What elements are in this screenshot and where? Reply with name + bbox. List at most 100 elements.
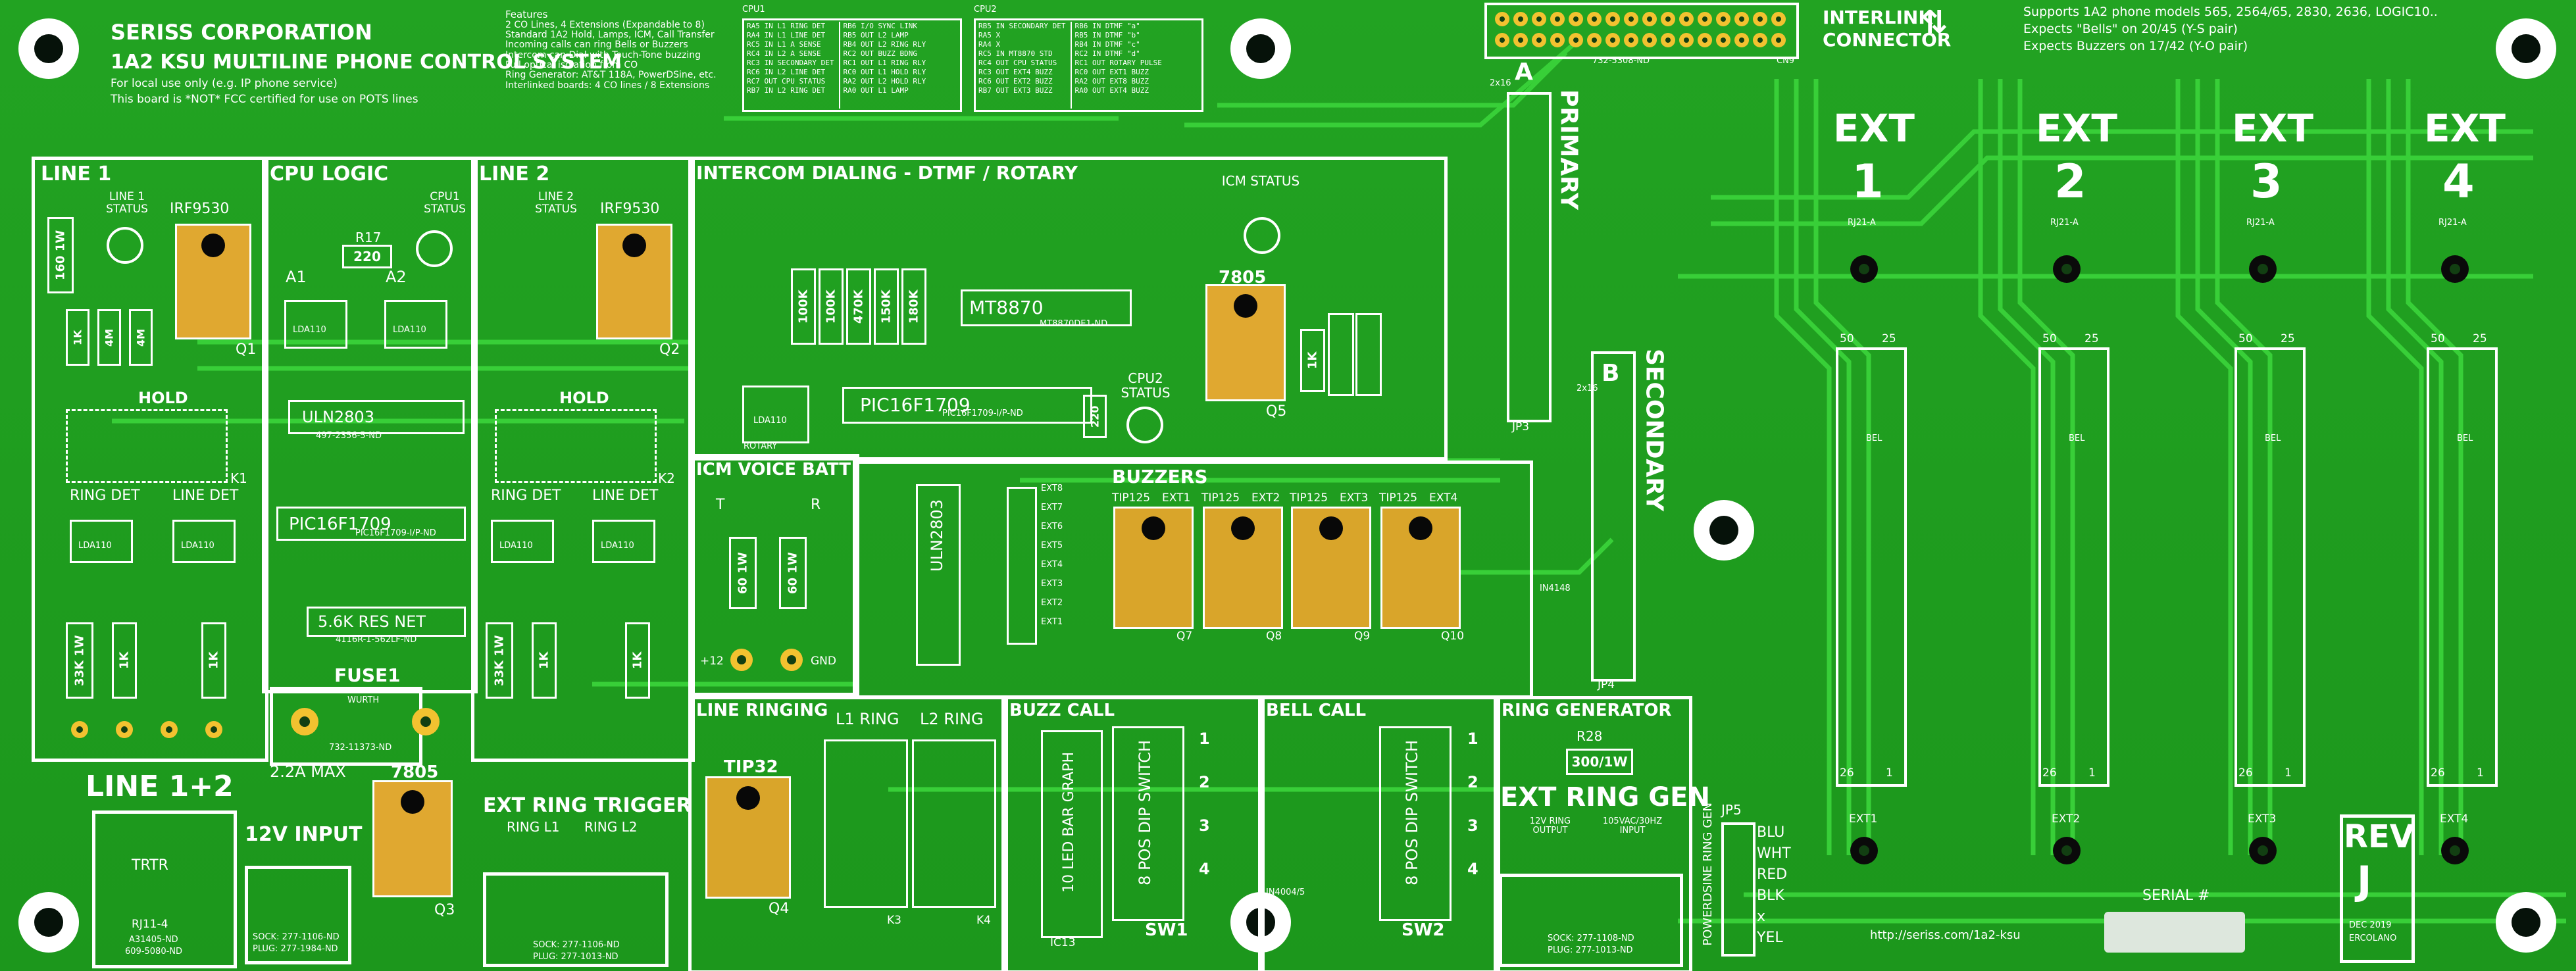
cpu1-table-title: CPU1	[742, 5, 765, 14]
cpu1-status-led	[416, 230, 453, 267]
buzz-call-title: BUZZ CALL	[1009, 701, 1115, 720]
pic-cpu1-ic8: PIC16F1709	[276, 507, 466, 541]
primary-header-jp3	[1507, 92, 1552, 422]
resistor-r4: 4M	[129, 309, 153, 366]
pin-row: RC7 OUT CPU STATUS	[747, 77, 826, 86]
ext4-title: EXT	[2424, 106, 2506, 151]
interlink-header-cn9	[1484, 3, 1799, 59]
line12-title: LINE 1+2	[86, 770, 234, 803]
opto-ic3: LDA110	[491, 520, 554, 563]
dip-switch-sw1: 8 POS DIP SWITCH	[1112, 726, 1184, 921]
pin-row: RB4 IN DTMF "c"	[1074, 40, 1140, 49]
ring-input-label: 105VAC/30HZ INPUT	[1602, 816, 1663, 836]
tip125-label-2: TIP125	[1201, 491, 1240, 505]
buzz-ext-num-1: 1	[1199, 730, 1210, 748]
tip125-label-3: TIP125	[1290, 491, 1328, 505]
ext2-number: 2	[2054, 155, 2086, 209]
pin-row: RC1 OUT ROTARY PULSE	[1074, 59, 1162, 67]
sw1-label: SW1	[1145, 920, 1188, 940]
dtmf-decoder-ic9: MT8870	[961, 289, 1132, 326]
opto-ic11: LDA110	[742, 386, 809, 443]
pin-row: RA2 OUT L2 HOLD RLY	[843, 77, 926, 86]
hold-label: HOLD	[138, 389, 188, 407]
mounting-hole	[1230, 18, 1291, 79]
rj11-jack-cn1	[92, 810, 237, 968]
icm-voice-batt-section	[688, 454, 859, 696]
in4004-label: IN4004/5	[1266, 887, 1305, 897]
dip-switch-sw2: 8 POS DIP SWITCH	[1379, 726, 1452, 921]
uln2803-ic7: ULN2803	[288, 400, 465, 434]
resistor-r16: 60 1W	[779, 537, 807, 609]
line-det-label-l2: LINE DET	[592, 487, 659, 504]
pin-row: RB5 IN DTMF "b"	[1074, 31, 1140, 39]
12v-input-title: 12V INPUT	[245, 823, 363, 846]
hold-relay-k2	[495, 409, 657, 483]
tip125-label-4: TIP125	[1379, 491, 1418, 505]
jp5-header	[1721, 822, 1755, 957]
q4-label: Q4	[769, 901, 790, 917]
buzz-ext-num-3: 3	[1199, 816, 1210, 835]
tip-label: T	[716, 497, 725, 513]
resistor-r1: 160 1W	[47, 217, 74, 293]
q9-label: Q9	[1354, 630, 1371, 643]
bell-ext-num-1: 1	[1467, 730, 1478, 748]
feature-line: Interlinked boards: 4 CO lines / 8 Exten…	[505, 80, 710, 91]
rev-date: DEC 2019	[2349, 920, 2392, 930]
ext4-jack: RJ21-A	[2438, 218, 2467, 228]
board-subtitle: For local use only (e.g. IP phone servic…	[111, 77, 338, 90]
uln2803-ic12: ULN2803	[916, 484, 961, 666]
sock3-pn: SOCK: 277-1108-ND	[1548, 934, 1634, 943]
pin-row: RB7 OUT EXT3 BUZZ	[978, 86, 1053, 95]
resistor-r5: 33K 1W	[66, 622, 93, 699]
mounting-hole	[18, 18, 79, 79]
resistor-r26: 1K	[1300, 329, 1325, 392]
pin-row: RB5 IN SECONDARY DET	[978, 22, 1066, 30]
pin-row: RB6 I/O SYNC LINK	[843, 22, 918, 30]
ext3-title: EXT	[2232, 106, 2313, 151]
reg-7805-label-2: 7805	[391, 762, 439, 782]
board-url: http://seriss.com/1a2-ksu	[1870, 928, 2021, 942]
mounting-hole	[1694, 500, 1754, 560]
ring-det-label-l1: RING DET	[70, 487, 140, 504]
resistor-r24: 180K	[901, 268, 926, 345]
pin-row: RA2 OUT EXT8 BUZZ	[1074, 77, 1149, 86]
rev-letter: J	[2357, 858, 2372, 904]
jp4-label: JP4	[1598, 678, 1615, 691]
pin-row: RA5 X	[978, 31, 1001, 39]
pin-row: RA0 OUT EXT4 BUZZ	[1074, 86, 1149, 95]
opto-ic4: LDA110	[592, 520, 655, 563]
line1-title: LINE 1	[41, 162, 112, 186]
pin-row: RC5 IN MT8870 STD	[978, 49, 1053, 58]
serial-number-field	[2104, 912, 2245, 953]
plug3-pn: PLUG: 277-1013-ND	[1548, 945, 1633, 955]
feature-line: Standard 1A2 Hold, Lamps, ICM, Call Tran…	[505, 29, 715, 40]
q5-label: Q5	[1266, 403, 1287, 420]
gnd-label: GND	[811, 655, 836, 668]
r17-label: R17	[355, 230, 382, 245]
ext3-label: EXT3	[1340, 491, 1369, 505]
supports-buzzers: Expects Buzzers on 17/42 (Y-O pair)	[2023, 39, 2248, 53]
secondary-header-jp4	[1591, 351, 1636, 682]
header-b-label: B	[1602, 360, 1620, 387]
l1-ring-label: L1 RING	[836, 710, 899, 728]
q10-label: Q10	[1441, 630, 1465, 643]
pic-cpu2-ic10: PIC16F1709	[842, 387, 1092, 424]
plug1-pn: PLUG: 277-1984-ND	[253, 944, 338, 954]
jp5-pin-list: BLU WHT RED BLK x YEL	[1757, 824, 1791, 946]
r28-label: R28	[1577, 728, 1603, 744]
ext-ring-trigger-cn3	[483, 872, 669, 967]
k1-label: K1	[230, 470, 247, 486]
in4148-label: IN4148	[1540, 584, 1571, 593]
ring-generator-title: RING GENERATOR	[1502, 701, 1672, 720]
pin-row: RC4 OUT CPU STATUS	[978, 59, 1057, 67]
cap-c8	[1328, 313, 1354, 396]
irf9530-label-2: IRF9530	[600, 201, 660, 217]
pin-row: RC0 OUT EXT1 BUZZ	[1074, 68, 1149, 76]
ic13-label: IC13	[1050, 936, 1076, 949]
ext-ring-gen-title: EXT RING GEN	[1500, 782, 1710, 812]
a2-label: A2	[386, 268, 407, 286]
resistor-r15: 60 1W	[729, 537, 757, 609]
resistor-r22: 150K	[874, 268, 899, 345]
ext3-rj21-connector	[2235, 347, 2306, 787]
